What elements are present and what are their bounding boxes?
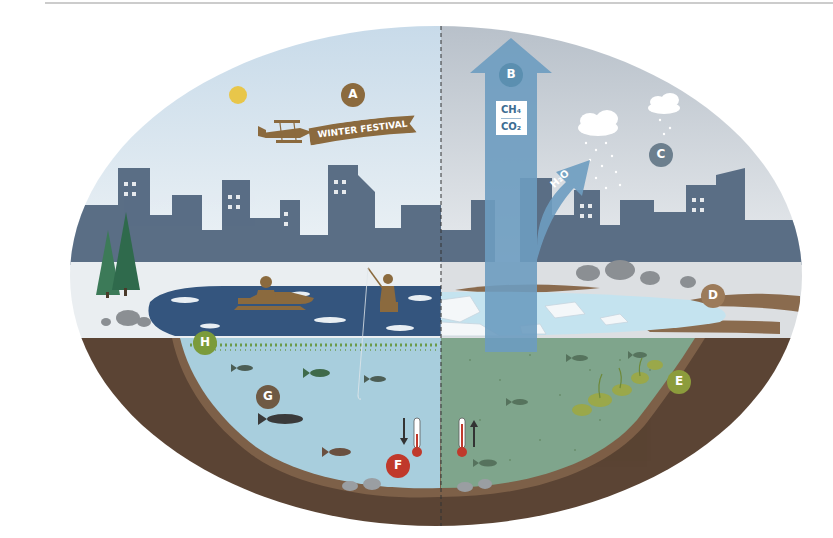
divider-line [441,26,442,526]
callout-letter: B [499,63,523,87]
under-ice-algae [190,344,438,347]
callout-number: G [263,390,273,404]
algae-mats [572,360,663,416]
emission-arrow [470,38,590,352]
sun [229,86,247,104]
callout-number: B [506,68,515,82]
callout-number: F [394,459,402,473]
winter-sky [0,0,441,270]
callout-letter: A [341,83,365,107]
clouds [578,93,680,136]
callout-letter: D [701,284,725,308]
callout-letter: G [256,385,280,409]
callout-number: D [708,289,718,303]
city-skyline [60,165,815,265]
fishing-line [358,268,368,395]
page-rule [45,3,833,4]
callout-number: E [675,375,683,389]
open-water [441,292,726,336]
green-water [441,338,695,488]
ice-cover [148,286,441,336]
bottom-stones [342,478,492,492]
callout-letter: H [193,331,217,355]
node-text: CH₄ [501,104,521,116]
ice-fisher [368,268,398,312]
callout-number: A [348,88,357,102]
clear-water [180,338,441,488]
soil [0,338,833,538]
callout-number: H [200,336,210,350]
callout-letter: C [649,143,673,167]
callout-letter: E [667,370,691,394]
snow-ground [0,262,441,342]
callout-number: C [657,148,666,162]
callout-letter: F [386,454,410,478]
fish [231,364,386,457]
pine-trees [96,212,140,298]
precipitation [585,119,671,189]
snowmobile [234,276,314,310]
gas-box: CH₄ CO₂ [496,101,527,135]
node-text: CO₂ [501,118,521,133]
thermometers [400,418,478,457]
